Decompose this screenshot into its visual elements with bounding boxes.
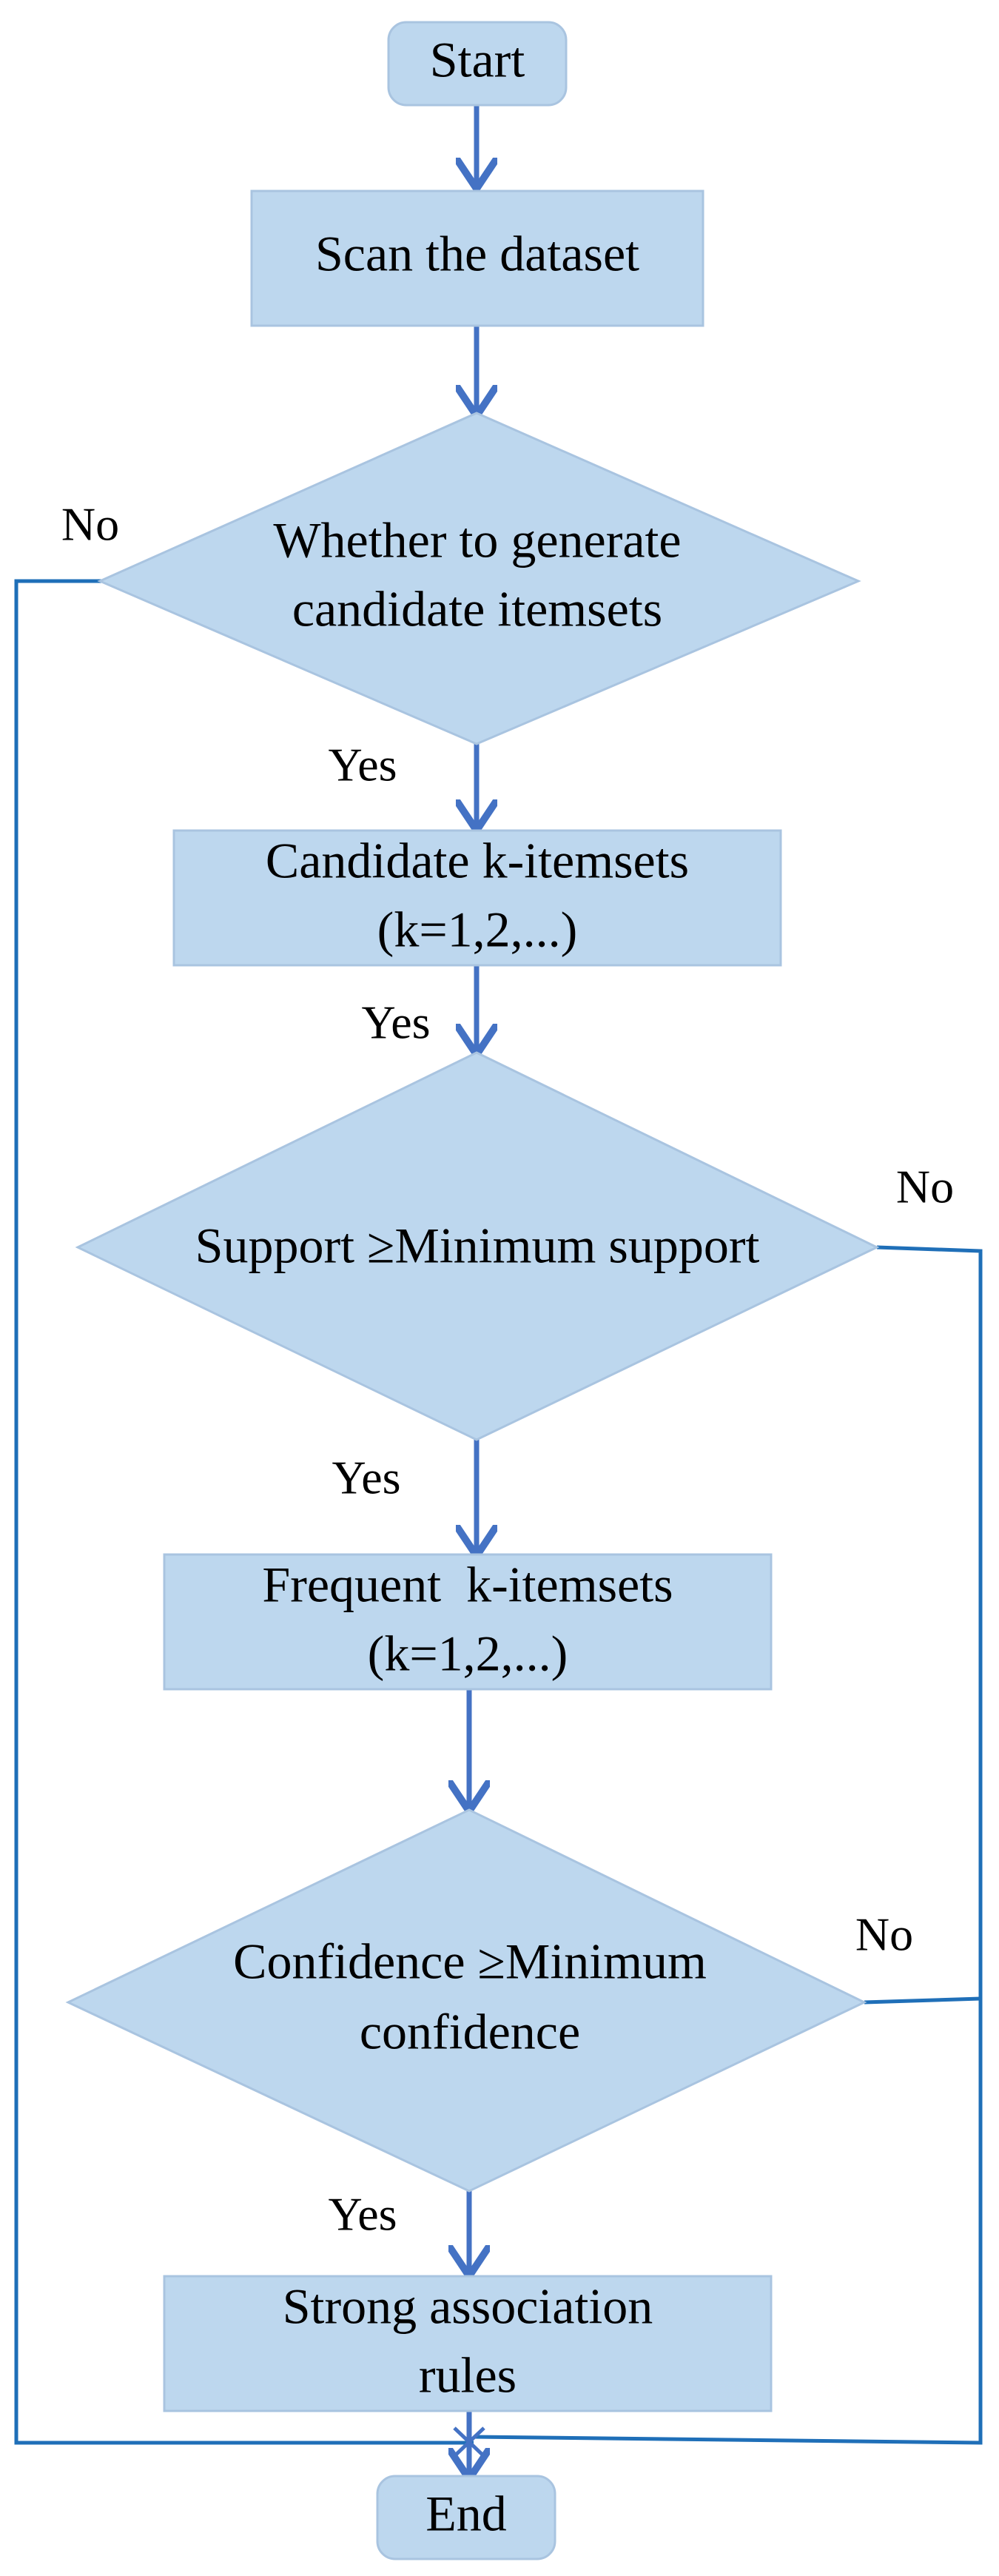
decision-confidence-label-line1: Confidence ≥Minimum bbox=[233, 1933, 707, 1990]
scan-dataset-node: Scan the dataset bbox=[250, 189, 704, 327]
rules-label-line1: Strong association bbox=[283, 2278, 653, 2335]
support-yes-label: Yes bbox=[332, 1452, 400, 1504]
rules-label-line2: rules bbox=[419, 2347, 517, 2404]
confidence-no-label: No bbox=[855, 1908, 913, 1961]
decision-generate-label-line2: candidate itemsets bbox=[292, 581, 662, 637]
frequent-label-line2: (k=1,2,...) bbox=[368, 1626, 568, 1682]
decision-generate-label-line1: Whether to generate bbox=[273, 512, 681, 568]
support-no-label: No bbox=[896, 1161, 954, 1213]
decision-support-label: Support ≥Minimum support bbox=[195, 1218, 760, 1274]
support-no-loop-line bbox=[473, 1245, 983, 2445]
frequent-label-line1: Frequent k-itemsets bbox=[262, 1557, 673, 1613]
scan-dataset-label: Scan the dataset bbox=[315, 226, 639, 282]
end-label: End bbox=[426, 2486, 507, 2542]
strong-association-rules-node: Strong association rules bbox=[163, 2275, 773, 2412]
generate-no-label: No bbox=[61, 498, 119, 551]
generate-no-loop-line bbox=[14, 579, 474, 2445]
decision-minimum-support: Support ≥Minimum support bbox=[75, 1051, 880, 1441]
candidate-itemsets-node: Candidate k-itemsets (k=1,2,...) bbox=[172, 829, 782, 967]
candidate-label-line2: (k=1,2,...) bbox=[377, 902, 578, 958]
generate-yes-label: Yes bbox=[328, 739, 397, 791]
start-node: Start bbox=[387, 21, 568, 107]
start-label: Start bbox=[430, 32, 525, 88]
confidence-yes-label: Yes bbox=[328, 2188, 397, 2241]
end-node: End bbox=[376, 2475, 556, 2560]
decision-minimum-confidence: Confidence ≥Minimum confidence bbox=[65, 1808, 867, 2193]
confidence-no-loop-line bbox=[864, 1996, 981, 2005]
frequent-itemsets-node: Frequent k-itemsets (k=1,2,...) bbox=[163, 1553, 773, 1691]
merge-point-marker bbox=[453, 2426, 485, 2458]
candidate-yes-label: Yes bbox=[361, 996, 430, 1049]
decision-confidence-label-line2: confidence bbox=[360, 2004, 580, 2060]
decision-generate-candidates: Whether to generate candidate itemsets bbox=[97, 412, 861, 745]
candidate-label-line1: Candidate k-itemsets bbox=[266, 833, 689, 889]
